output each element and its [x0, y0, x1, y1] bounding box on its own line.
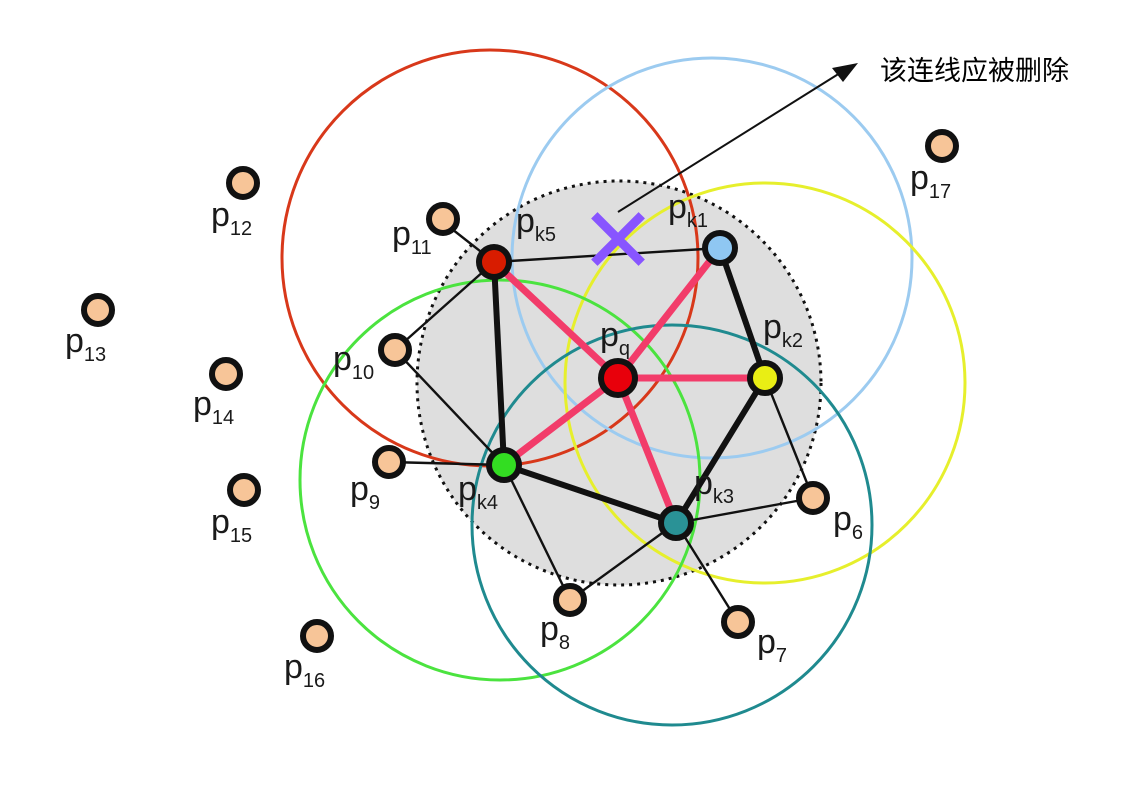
- node-p10: [378, 333, 412, 367]
- label-p13: p13: [65, 322, 106, 366]
- edge-p9-k4: [388, 460, 505, 467]
- label-k4: pk4: [458, 470, 498, 514]
- node-p6: [796, 481, 830, 515]
- node-p14: [209, 357, 243, 391]
- label-k5: pk5: [516, 202, 556, 246]
- edge-k5-p10: [394, 261, 495, 351]
- node-p9: [372, 445, 406, 479]
- edge-p8-k3: [569, 522, 677, 601]
- label-k3: pk3: [694, 464, 734, 508]
- annotation-arrowhead: [832, 63, 858, 82]
- edge-q-k5: [490, 258, 622, 382]
- edge-q-k3: [614, 374, 680, 527]
- annotation-arrow-line: [617, 72, 841, 213]
- edge-k3-p7: [674, 522, 740, 623]
- label-p14: p14: [193, 385, 234, 429]
- label-p7: p7: [757, 623, 787, 667]
- edge-q-k4: [500, 374, 622, 469]
- edge-k4-k3: [501, 462, 679, 526]
- edge-k5-k1: [493, 246, 721, 264]
- label-p9: p9: [350, 470, 380, 514]
- node-p15: [227, 473, 261, 507]
- node-p12: [226, 166, 260, 200]
- label-p8: p8: [540, 610, 570, 654]
- circle-k3: [470, 323, 874, 727]
- label-p11: p11: [392, 215, 432, 259]
- removed-edge-mark: ✕: [579, 187, 656, 294]
- label-p15: p15: [211, 503, 252, 547]
- label-k1: pk1: [668, 188, 708, 232]
- label-p12: p12: [211, 196, 252, 240]
- edge-k2-p6: [763, 377, 815, 499]
- node-p7: [721, 605, 755, 639]
- label-p17: p17: [910, 159, 951, 203]
- node-p16: [300, 619, 334, 653]
- edge-k2-k1: [717, 245, 768, 381]
- edge-k4-p8: [502, 464, 572, 601]
- circle-k1: [510, 56, 914, 460]
- edge-k5-k4: [491, 259, 507, 468]
- node-k4: [486, 447, 522, 483]
- edge-k3-k2: [673, 375, 768, 526]
- node-k3: [658, 505, 694, 541]
- label-p10: p10: [333, 340, 374, 384]
- label-q: pq: [600, 316, 630, 360]
- label-p6: p6: [833, 500, 863, 544]
- edge-q-k1: [614, 244, 724, 382]
- label-k2: pk2: [763, 308, 803, 352]
- node-p13: [81, 293, 115, 327]
- node-p11: [426, 202, 460, 236]
- node-p17: [925, 129, 959, 163]
- annotation-text: 该连线应被删除: [880, 56, 1069, 87]
- node-k1: [702, 230, 738, 266]
- node-p8: [553, 583, 587, 617]
- node-q: [598, 358, 638, 398]
- node-k2: [747, 360, 783, 396]
- edge-k3-p6: [675, 496, 814, 525]
- circle-k2: [563, 181, 967, 585]
- label-p16: p16: [284, 648, 325, 692]
- node-k5: [476, 244, 512, 280]
- edge-p10-k4: [394, 349, 505, 466]
